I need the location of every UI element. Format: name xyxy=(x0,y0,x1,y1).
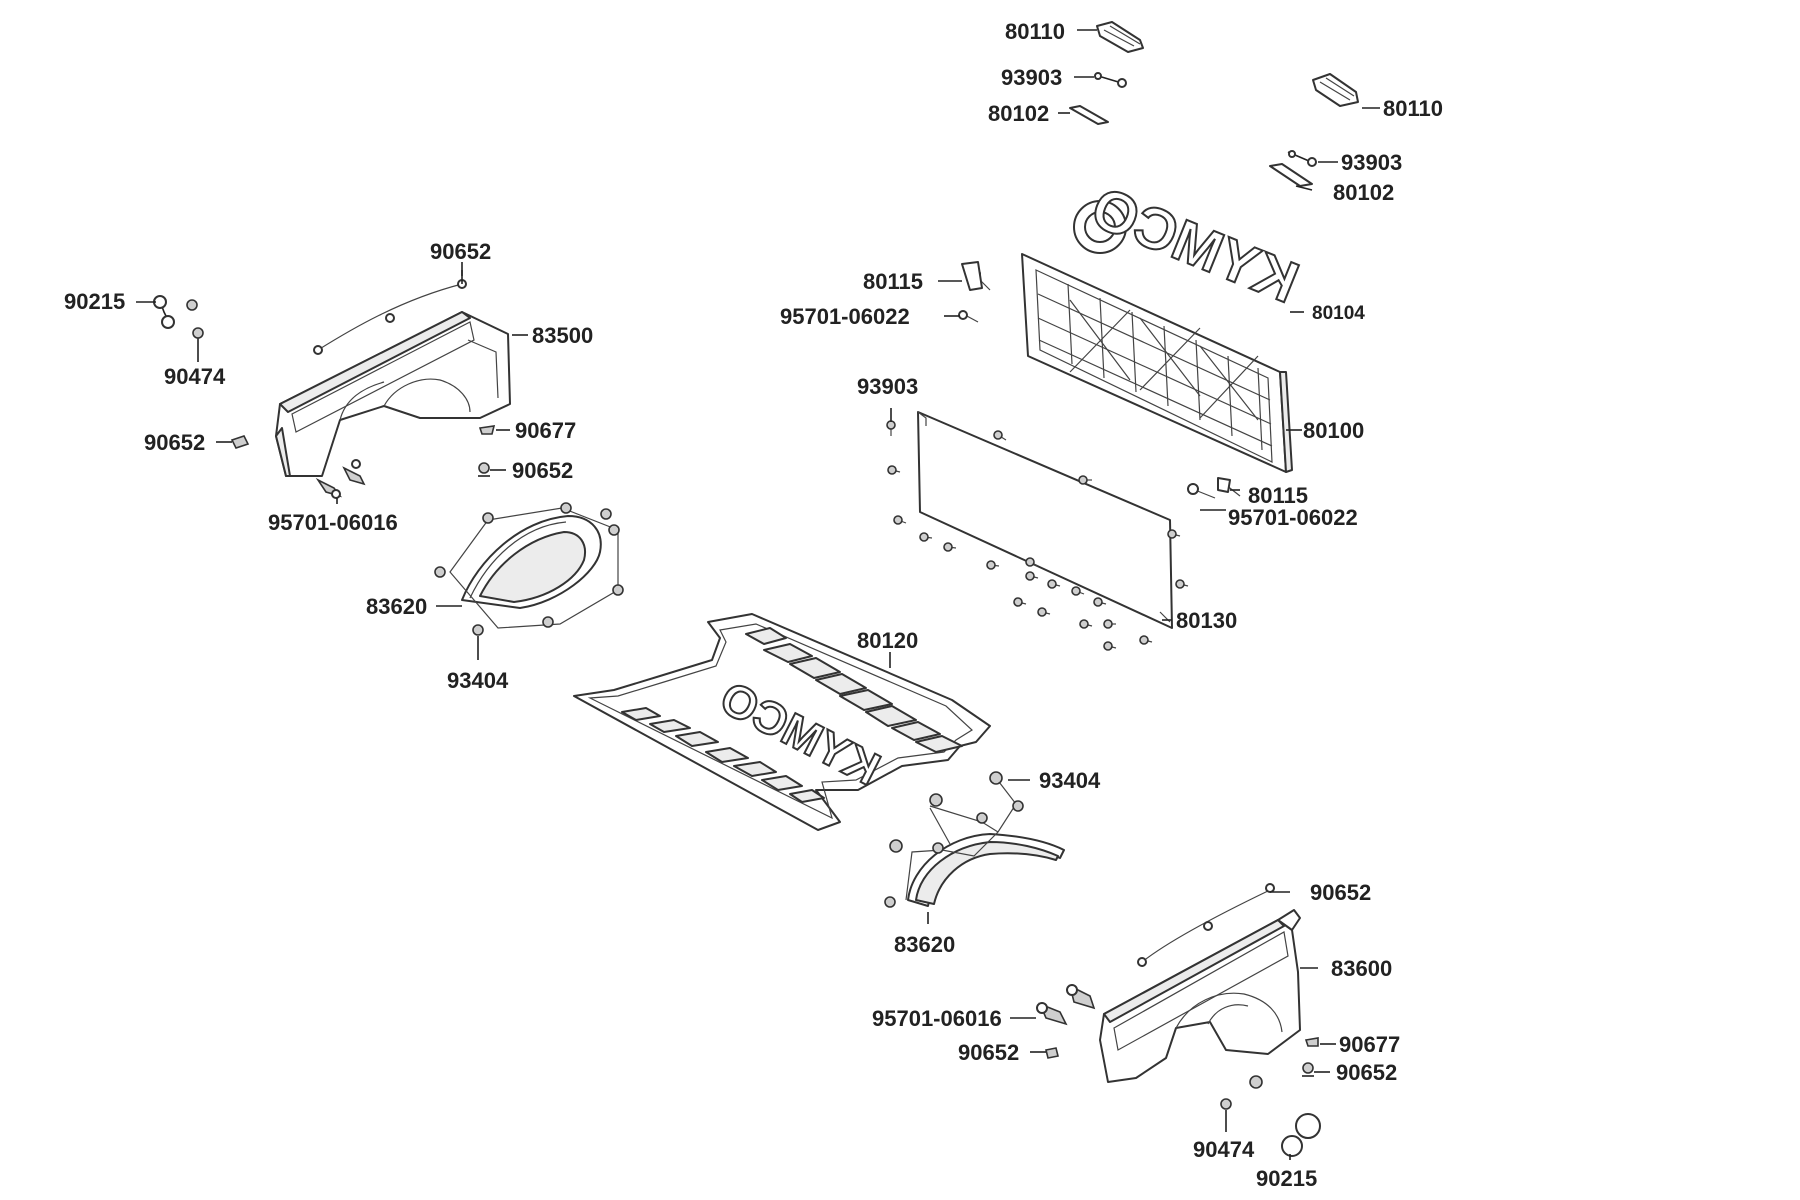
label-93903-right: 93903 xyxy=(1341,150,1402,175)
clip-90652-right-2 xyxy=(1302,1062,1314,1077)
label-90677-right: 90677 xyxy=(1339,1032,1400,1057)
label-95701-06022-top: 95701-06022 xyxy=(780,304,910,329)
bracket-80115-right xyxy=(1217,477,1231,493)
logo-text: KYMCO xyxy=(1083,175,1308,316)
label-93404-left: 93404 xyxy=(447,668,509,693)
label-80115-top: 80115 xyxy=(863,269,923,294)
fastener-90215-right xyxy=(1281,1113,1321,1157)
part-labels: 80110 93903 80102 80110 93903 80102 8011… xyxy=(64,19,1443,1191)
label-90474-left: 90474 xyxy=(164,364,226,389)
label-80102-right: 80102 xyxy=(1333,180,1394,205)
screw-93903-top xyxy=(1094,72,1127,88)
label-95701-06016-left: 95701-06016 xyxy=(268,510,398,535)
fender-83620-left xyxy=(461,515,602,609)
bolt-90474-right xyxy=(1220,1098,1232,1126)
plate-80102-top xyxy=(1069,105,1109,125)
panel-screws xyxy=(886,420,1189,651)
label-90652-top-left: 90652 xyxy=(430,239,491,264)
label-90652-left-2: 90652 xyxy=(512,458,573,483)
clip-90677-left xyxy=(478,425,496,435)
label-90474-right: 90474 xyxy=(1193,1137,1255,1162)
label-80110-top: 80110 xyxy=(1005,19,1065,44)
bolt-95701-06016-right xyxy=(1036,984,1096,1026)
label-80130: 80130 xyxy=(1176,608,1237,633)
label-90652-right: 90652 xyxy=(958,1040,1019,1065)
label-95701-06022-right: 95701-06022 xyxy=(1228,505,1358,530)
screw-93903-right xyxy=(1287,150,1317,167)
label-83620-left: 83620 xyxy=(366,594,427,619)
clip-90652-right xyxy=(1045,1047,1059,1059)
plate-80102-right xyxy=(1269,163,1313,187)
fastener-90215-left xyxy=(153,295,198,329)
label-90652-left: 90652 xyxy=(144,430,205,455)
cable-90652-left xyxy=(313,270,467,355)
bracket-80115-top xyxy=(961,261,983,291)
tailgate-panel-80100 xyxy=(1021,253,1293,473)
bolts-93404-left xyxy=(434,502,624,636)
label-93903-top: 93903 xyxy=(1001,65,1062,90)
nut-right xyxy=(1249,1075,1263,1089)
leader-lines xyxy=(136,29,1380,1160)
cable-90652-right xyxy=(1137,883,1275,967)
bolt-95701-06016-left xyxy=(315,459,366,499)
label-93903-mid: 93903 xyxy=(857,374,918,399)
label-83500: 83500 xyxy=(532,323,593,348)
fender-83620-right xyxy=(907,833,1065,907)
label-80115-right: 80115 xyxy=(1248,483,1308,508)
label-90677-left: 90677 xyxy=(515,418,576,443)
side-panel-83500 xyxy=(275,311,511,477)
label-90652-right-top: 90652 xyxy=(1310,880,1371,905)
latch-80110-right xyxy=(1312,73,1359,107)
label-95701-06016-right: 95701-06016 xyxy=(872,1006,1002,1031)
latch-80110-top xyxy=(1096,21,1144,53)
label-90652-right-2: 90652 xyxy=(1336,1060,1397,1085)
clip-90652-left xyxy=(230,435,250,449)
bolts-93404-right xyxy=(884,771,1024,908)
floor-mat-80120: KYMCO xyxy=(573,613,991,831)
label-80100: 80100 xyxy=(1303,418,1364,443)
label-80110-right: 80110 xyxy=(1383,96,1443,121)
clip-90677-right xyxy=(1304,1037,1319,1047)
label-80120: 80120 xyxy=(857,628,918,653)
label-80102-top: 80102 xyxy=(988,101,1049,126)
inner-panel-80130 xyxy=(917,411,1173,629)
clip-90652-left-2 xyxy=(478,462,490,477)
bolt-90474-left xyxy=(192,327,204,356)
label-90215-right: 90215 xyxy=(1256,1166,1317,1191)
label-93404-right: 93404 xyxy=(1039,768,1101,793)
label-83620-right: 83620 xyxy=(894,932,955,957)
side-panel-83600 xyxy=(1099,909,1301,1083)
label-80104: 80104 xyxy=(1312,303,1365,324)
label-90215-left: 90215 xyxy=(64,289,125,314)
label-83600: 83600 xyxy=(1331,956,1392,981)
